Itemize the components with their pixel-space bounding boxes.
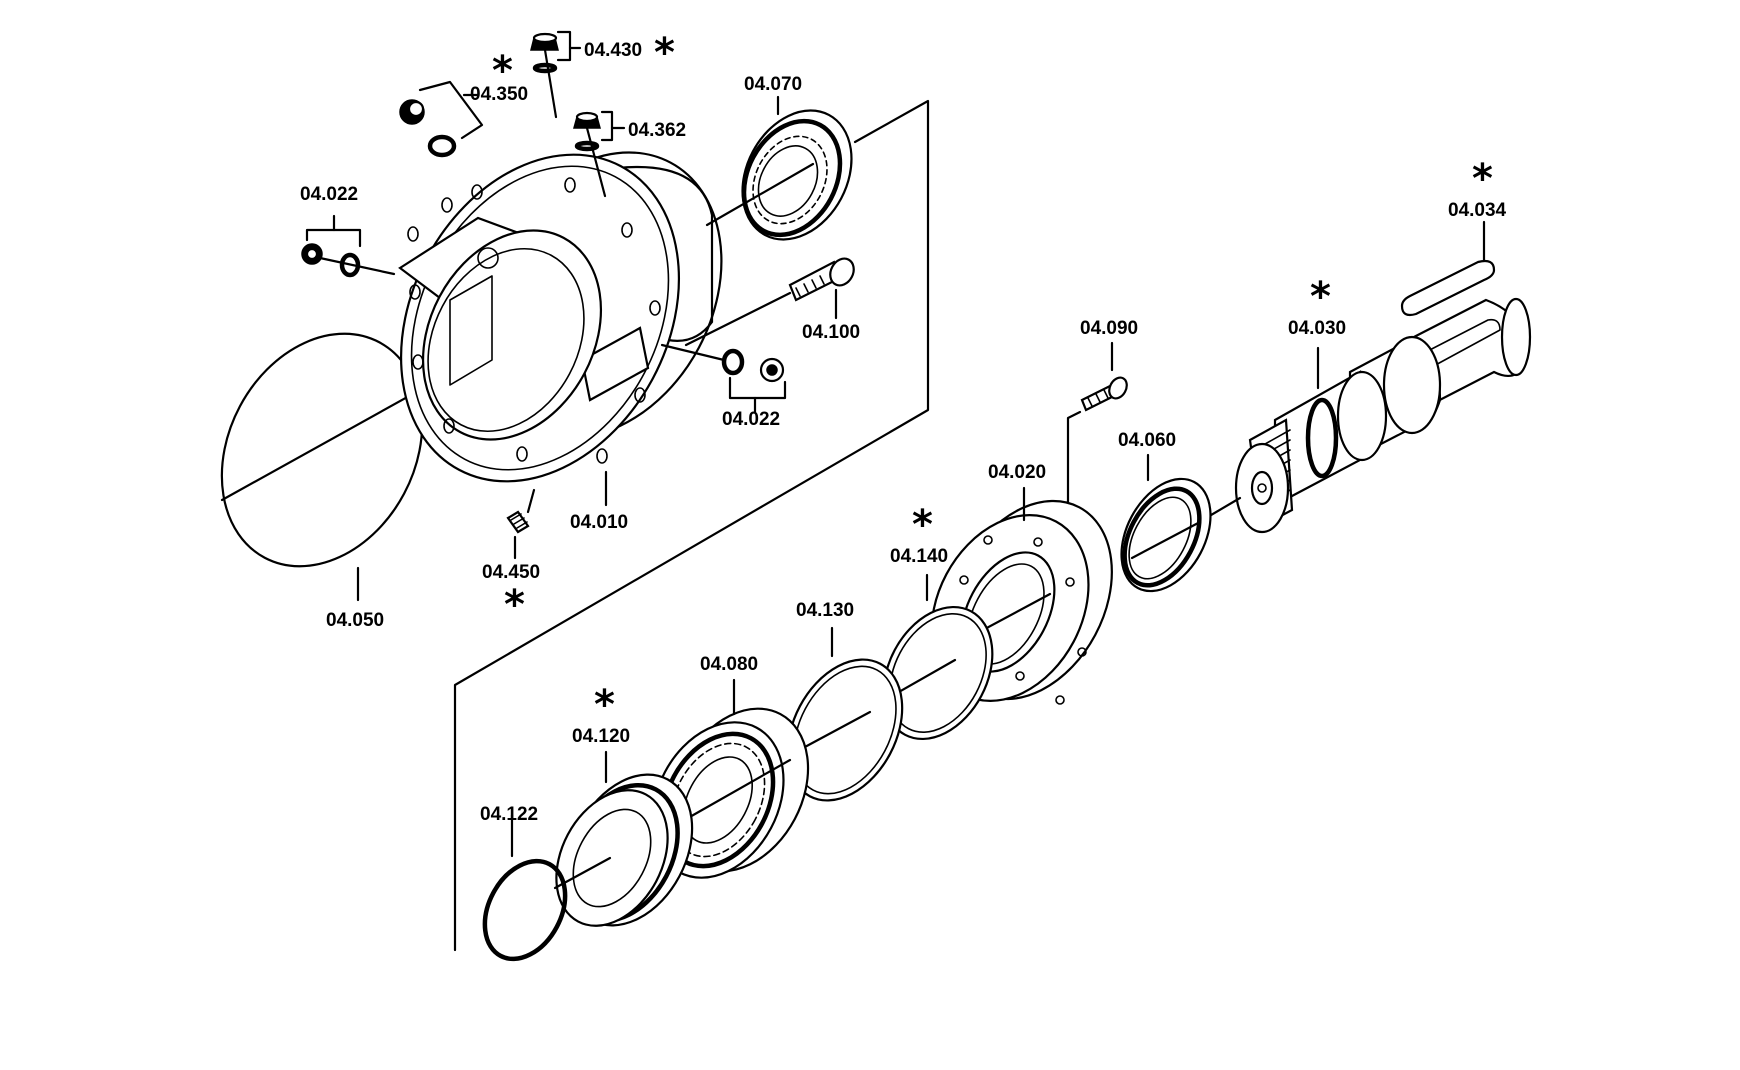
- part-04-022-bottom-right: [660, 343, 787, 414]
- asterisk-04-350: *: [492, 48, 513, 94]
- label-04-122: 04.122: [480, 804, 538, 825]
- label-04-362: 04.362: [628, 120, 686, 141]
- label-04-130: 04.130: [796, 600, 854, 621]
- part-04-034-key: [1400, 220, 1496, 317]
- part-04-100-bolt: [684, 257, 855, 347]
- part-04-122-oring: [482, 813, 612, 962]
- label-04-010: 04.010: [570, 512, 628, 533]
- part-04-350-plug: [399, 80, 484, 158]
- part-04-070-bearing: [705, 95, 853, 241]
- part-04-060-seal: [1120, 453, 1212, 593]
- label-04-450: 04.450: [482, 562, 540, 583]
- part-04-450-setscrew: [506, 488, 536, 560]
- label-04-022-bottom: 04.022: [722, 409, 780, 430]
- part-04-090-bolt: [1038, 341, 1128, 518]
- label-04-034: 04.034: [1448, 200, 1507, 221]
- asterisk-04-450: *: [504, 582, 525, 628]
- label-04-430: 04.430: [584, 40, 642, 61]
- part-04-430-plug: [530, 30, 582, 119]
- label-04-030: 04.030: [1288, 318, 1346, 339]
- label-04-100: 04.100: [802, 322, 860, 343]
- part-04-030-shaft: [1204, 297, 1532, 534]
- asterisk-04-430: *: [654, 30, 675, 76]
- label-04-050: 04.050: [326, 610, 384, 631]
- part-labels: 04.010 04.020 04.022 04.022 04.030 04.03…: [300, 40, 1507, 825]
- label-04-060: 04.060: [1118, 430, 1176, 451]
- label-04-140: 04.140: [890, 546, 948, 567]
- asterisk-04-140: *: [912, 502, 933, 548]
- panel-frame: [453, 99, 930, 952]
- part-04-140-shim: [874, 573, 994, 741]
- label-04-022-top: 04.022: [300, 184, 358, 205]
- asterisk-markers: * * * * * * *: [492, 30, 1493, 728]
- label-04-120: 04.120: [572, 726, 630, 747]
- part-04-120-seal: [555, 750, 694, 927]
- label-04-090: 04.090: [1080, 318, 1138, 339]
- label-04-080: 04.080: [700, 654, 758, 675]
- housing-bolt-holes: [407, 177, 661, 464]
- part-04-362-plug: [573, 110, 626, 198]
- label-04-350: 04.350: [470, 84, 528, 105]
- label-04-020: 04.020: [988, 462, 1046, 483]
- asterisk-04-120: *: [594, 682, 615, 728]
- label-04-070: 04.070: [744, 74, 802, 95]
- asterisk-04-034: *: [1472, 156, 1493, 202]
- part-04-022-top-left: [301, 214, 396, 278]
- part-04-010-housing: [398, 151, 723, 507]
- part-04-130-shim: [786, 626, 904, 802]
- asterisk-04-030: *: [1310, 274, 1331, 320]
